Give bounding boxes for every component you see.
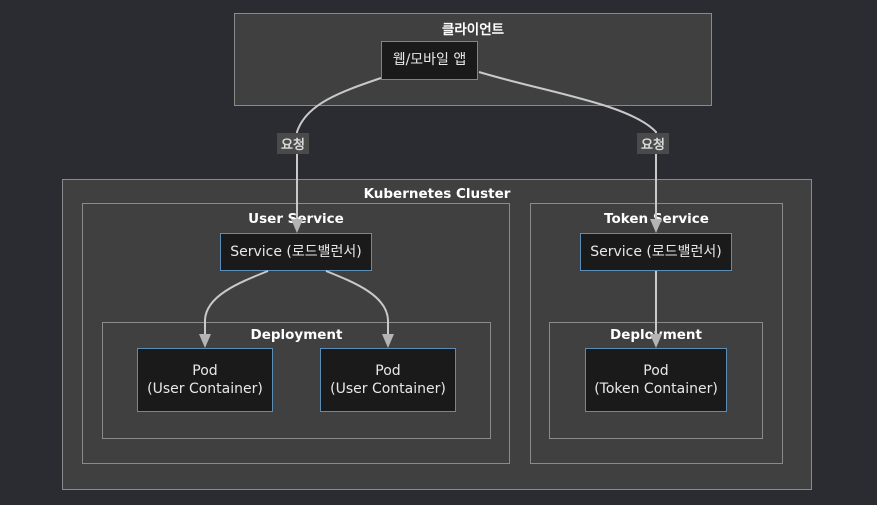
node-user-pod-2[interactable]: Pod (User Container)	[320, 348, 456, 412]
node-user-pod-1-line2: (User Container)	[147, 381, 263, 397]
group-token-deployment-title: Deployment	[609, 327, 702, 343]
node-user-pod-2-line1: Pod	[375, 362, 401, 379]
node-web-app[interactable]: 웹/모바일 앱	[381, 41, 478, 80]
node-token-pod[interactable]: Pod (Token Container)	[585, 348, 727, 412]
group-kubernetes-cluster-title: Kubernetes Cluster	[363, 186, 511, 202]
node-user-loadbalancer-line1: Service (로드밸런서)	[230, 243, 362, 260]
node-user-pod-2-line2: (User Container)	[330, 381, 446, 397]
node-web-app-line1: 웹/모바일 앱	[392, 52, 467, 69]
edge-label-request-left: 요청	[277, 133, 309, 154]
node-token-loadbalancer-line1: Service (로드밸런서)	[590, 243, 722, 260]
edge-label-request-right: 요청	[637, 133, 669, 154]
node-user-pod-1[interactable]: Pod (User Container)	[137, 348, 273, 412]
node-token-loadbalancer[interactable]: Service (로드밸런서)	[580, 233, 732, 271]
node-user-pod-1-line1: Pod	[192, 362, 218, 379]
node-token-pod-line1: Pod	[643, 362, 669, 379]
node-user-loadbalancer[interactable]: Service (로드밸런서)	[220, 233, 372, 271]
group-token-service-title: Token Service	[604, 211, 709, 227]
group-user-service-title: User Service	[248, 211, 344, 227]
node-token-pod-line2: (Token Container)	[594, 381, 718, 397]
group-user-deployment-title: Deployment	[250, 327, 343, 343]
group-client-title: 클라이언트	[441, 22, 505, 38]
